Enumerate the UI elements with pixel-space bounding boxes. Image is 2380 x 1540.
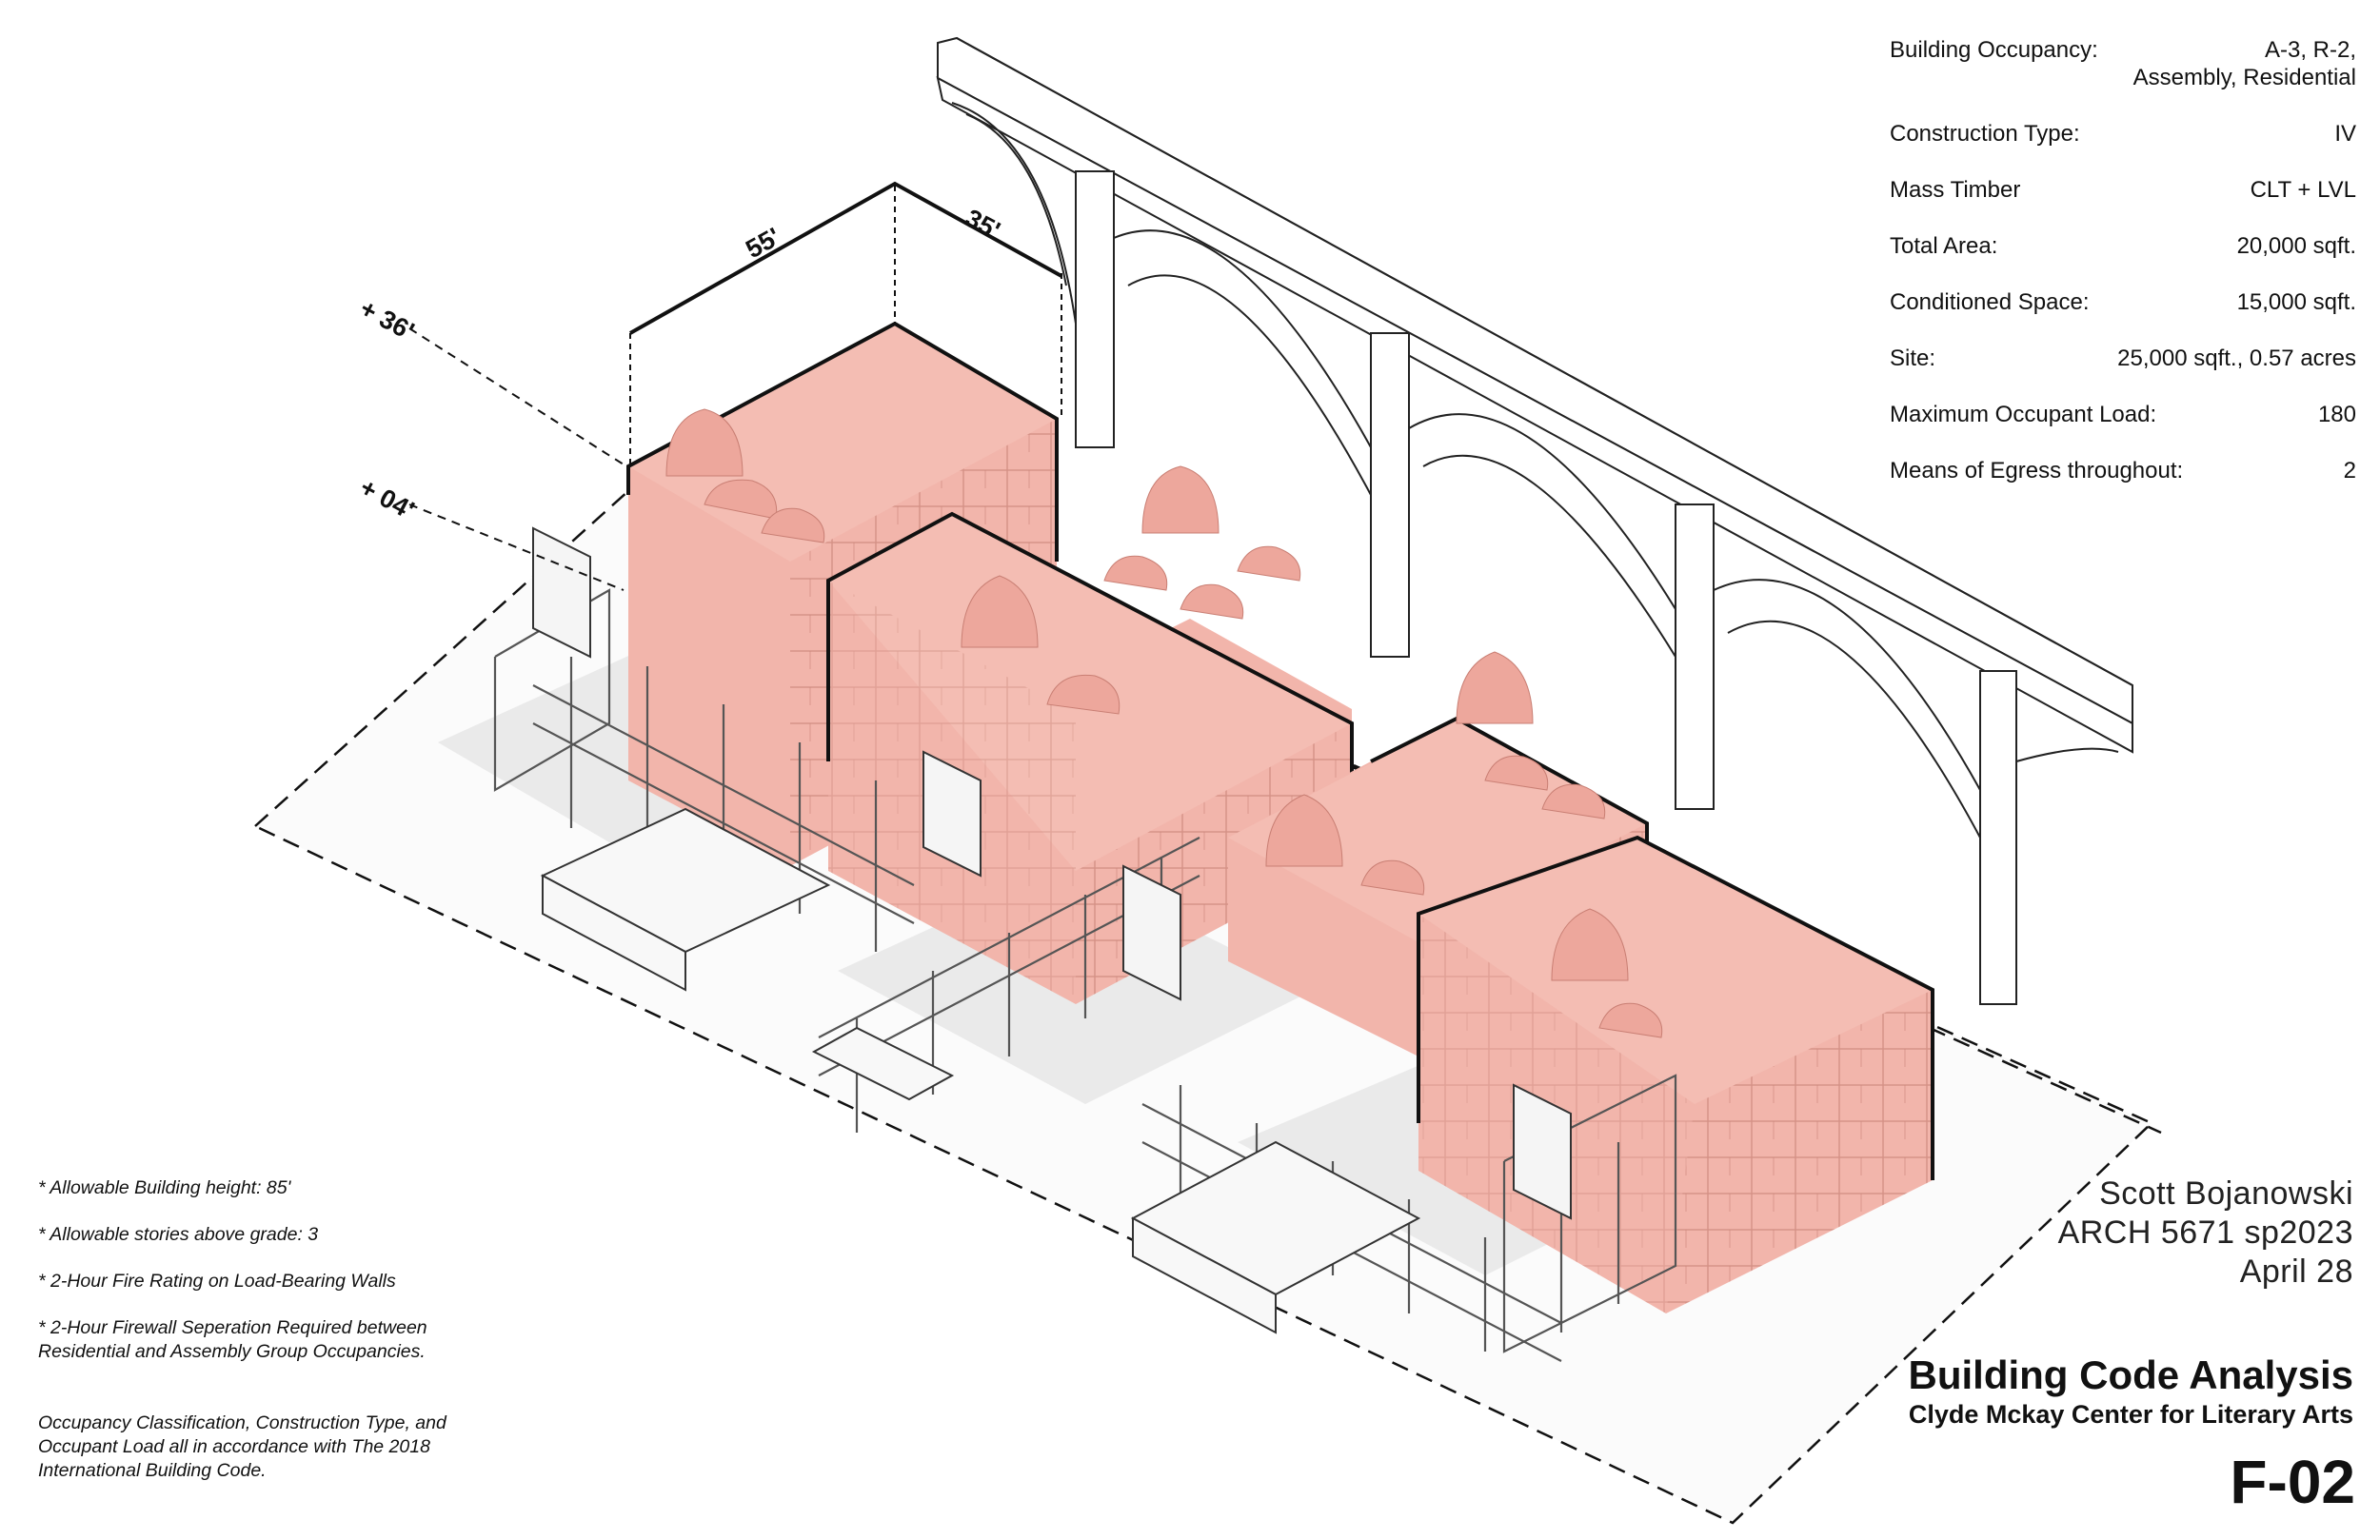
spec-label: Total Area: bbox=[1890, 233, 1998, 259]
note-item: * 2-Hour Fire Rating on Load-Bearing Wal… bbox=[38, 1271, 396, 1292]
code-reference-note: Occupancy Classification, Construction T… bbox=[38, 1412, 446, 1481]
spec-row: Construction Type: IV bbox=[1890, 120, 2356, 148]
sheet-date: April 28 bbox=[2239, 1254, 2353, 1290]
spec-label: Maximum Occupant Load: bbox=[1890, 402, 2157, 427]
code-notes: * Allowable Building height: 85' * Allow… bbox=[38, 1176, 495, 1506]
spec-value-line: 20,000 sqft. bbox=[2236, 233, 2356, 259]
spec-value-line: 15,000 sqft. bbox=[2236, 289, 2356, 315]
note-item: * 2-Hour Firewall Seperation Required be… bbox=[38, 1317, 427, 1362]
spec-value-line: CLT + LVL bbox=[2250, 177, 2356, 203]
note-item: * Allowable stories above grade: 3 bbox=[38, 1224, 319, 1245]
spec-label: Site: bbox=[1890, 346, 1936, 371]
spec-value: 25,000 sqft., 0.57 acres bbox=[2117, 345, 2356, 372]
spec-value: CLT + LVL bbox=[2251, 176, 2356, 204]
spec-row: Site: 25,000 sqft., 0.57 acres bbox=[1890, 345, 2356, 372]
spec-value: 15,000 sqft. bbox=[2237, 288, 2356, 316]
note-item: * Allowable Building height: 85' bbox=[38, 1177, 291, 1198]
spec-label: Building Occupancy: bbox=[1890, 37, 2098, 63]
ground-platforms bbox=[540, 807, 1421, 1334]
author-block: Scott Bojanowski ARCH 5671 sp2023 April … bbox=[2058, 1175, 2353, 1292]
course-code: ARCH 5671 sp2023 bbox=[2057, 1214, 2353, 1251]
arched-viaduct bbox=[936, 36, 2133, 1005]
signage-boards bbox=[532, 526, 1572, 1220]
spec-row: Maximum Occupant Load: 180 bbox=[1890, 401, 2356, 428]
spec-value: 2 bbox=[2344, 457, 2356, 484]
author-name: Scott Bojanowski bbox=[2099, 1175, 2353, 1212]
spec-label: Construction Type: bbox=[1890, 121, 2080, 147]
spec-row: Building Occupancy: A-3, R-2,Assembly, Re… bbox=[1890, 36, 2356, 91]
spec-value-line: 2 bbox=[2343, 458, 2356, 484]
dimension-lines bbox=[408, 181, 1062, 591]
spec-label: Means of Egress throughout: bbox=[1890, 458, 2184, 484]
sheet-number: F-02 bbox=[2230, 1448, 2355, 1516]
title-block: Building Code Analysis Clyde Mckay Cente… bbox=[1909, 1352, 2354, 1430]
spec-value: 180 bbox=[2318, 401, 2356, 428]
spec-value-line: A-3, R-2, bbox=[2264, 37, 2356, 63]
spec-value: 20,000 sqft. bbox=[2237, 232, 2356, 260]
building-data-table: Building Occupancy: A-3, R-2,Assembly, Re… bbox=[1890, 36, 2356, 513]
spec-value-line: Assembly, Residential bbox=[2132, 65, 2356, 90]
spec-value-line: 180 bbox=[2317, 402, 2356, 427]
spec-value-line: IV bbox=[2334, 121, 2356, 147]
spec-value-line: 25,000 sqft., 0.57 acres bbox=[2117, 346, 2356, 371]
spec-label: Conditioned Space: bbox=[1890, 289, 2090, 315]
dimension-width-label: 55' bbox=[741, 222, 784, 264]
sheet-subtitle: Clyde Mckay Center for Literary Arts bbox=[1908, 1400, 2353, 1429]
spec-label: Mass Timber bbox=[1890, 177, 2021, 203]
spec-value: A-3, R-2,Assembly, Residential bbox=[2133, 36, 2356, 91]
spec-row: Conditioned Space: 15,000 sqft. bbox=[1890, 288, 2356, 316]
spec-row: Total Area: 20,000 sqft. bbox=[1890, 232, 2356, 260]
dimension-height-top-label: + 36' bbox=[355, 294, 419, 346]
spec-row: Means of Egress throughout: 2 bbox=[1890, 457, 2356, 484]
spec-value: IV bbox=[2334, 120, 2356, 148]
sheet-title: Building Code Analysis bbox=[1908, 1352, 2354, 1397]
dimension-height-base-label: + 04' bbox=[355, 473, 419, 525]
spec-row: Mass Timber CLT + LVL bbox=[1890, 176, 2356, 204]
